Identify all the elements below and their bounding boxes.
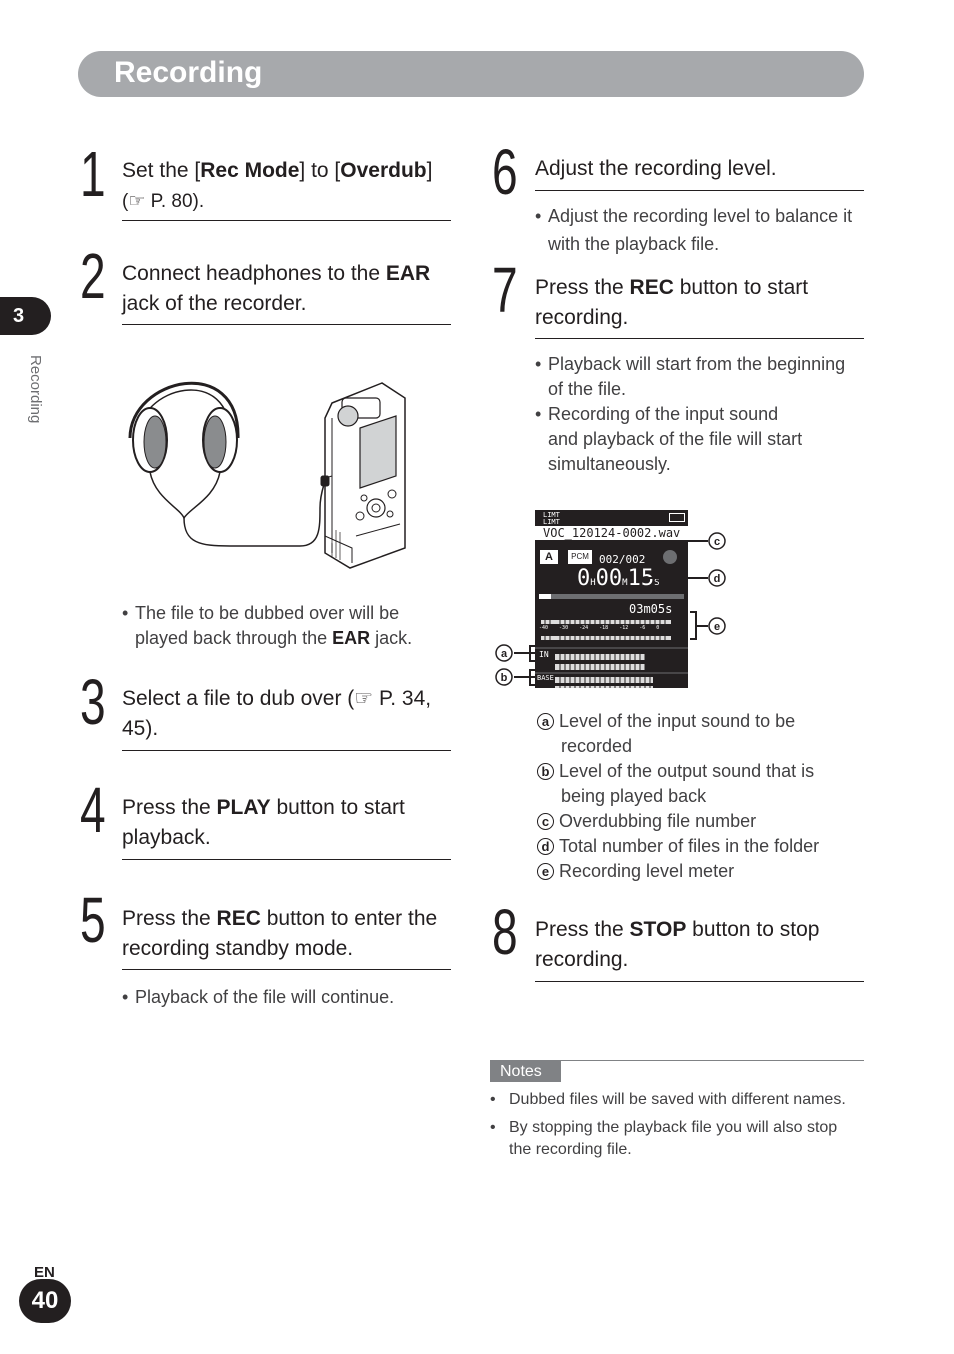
step-number-4: 4	[80, 774, 106, 846]
step-number-3: 3	[80, 666, 106, 738]
step-1-text: Set the [Rec Mode] to [Overdub] (☞ P. 80…	[122, 159, 433, 212]
base-label: BASE	[537, 674, 554, 682]
step-7-rule	[535, 338, 864, 339]
chapter-side-label: Recording	[27, 355, 44, 424]
step-number-6: 6	[492, 136, 518, 208]
recorder-device	[320, 382, 406, 569]
step-8-rule	[535, 981, 864, 982]
step-2-rule	[122, 324, 451, 325]
step-6-rule	[535, 190, 864, 191]
callout-d-label: d	[714, 573, 721, 585]
file-count: 002/002	[599, 553, 646, 566]
step-number-8: 8	[492, 896, 518, 968]
display-callouts: c d e a b	[495, 532, 726, 686]
chapter-tab: 3	[0, 297, 51, 335]
step-1-rule	[122, 220, 451, 221]
progress-bar	[539, 594, 684, 599]
step-3-rule	[122, 750, 451, 751]
remaining-time: 03m05s	[629, 602, 673, 616]
section-title: Recording	[114, 56, 263, 89]
ear-jack-note: •The file to be dubbed over will be play…	[122, 603, 413, 648]
language-label: EN	[34, 1264, 55, 1281]
format-indicator: PCM	[568, 550, 592, 564]
filename: VOC_120124-0002.wav	[543, 526, 681, 540]
step-number-7: 7	[492, 254, 518, 326]
in-label: IN	[539, 650, 549, 659]
step-number-2: 2	[80, 240, 106, 312]
elapsed-time: 0H00M15S	[577, 566, 660, 591]
notes-rule	[490, 1060, 864, 1061]
notes-title: Notes	[490, 1061, 561, 1082]
section-header-bar: Recording	[78, 51, 864, 97]
battery-icon	[669, 513, 685, 522]
callout-b-label: b	[501, 672, 508, 684]
callout-a-label: a	[501, 648, 508, 660]
callout-e-label: e	[714, 621, 720, 633]
step-number-1: 1	[80, 138, 106, 210]
step-3-text: Select a file to dub over (☞ P. 34,45).	[122, 687, 432, 740]
step-6-text: Adjust the recording level.	[535, 157, 777, 180]
step-5-rule	[122, 969, 451, 970]
level-meters	[535, 616, 688, 688]
note-item-2: •By stopping the playback file you will …	[490, 1119, 838, 1158]
step-number-5: 5	[80, 884, 106, 956]
step-4-rule	[122, 859, 451, 860]
record-indicator-icon	[663, 550, 677, 564]
headphones-recorder-illustration	[128, 381, 406, 569]
meter-scale: -40 -30 -24 -18 -12 -6 0	[539, 625, 660, 631]
note-item-1: •Dubbed files will be saved with differe…	[490, 1091, 846, 1108]
step-6-note: •Adjust the recording level to balance i…	[535, 206, 853, 254]
folder-indicator: A	[540, 550, 558, 564]
callout-c-label: c	[714, 536, 720, 548]
chapter-number: 3	[12, 305, 25, 327]
page-number: 40	[19, 1279, 71, 1323]
step-5-note: •Playback of the file will continue.	[122, 987, 395, 1007]
